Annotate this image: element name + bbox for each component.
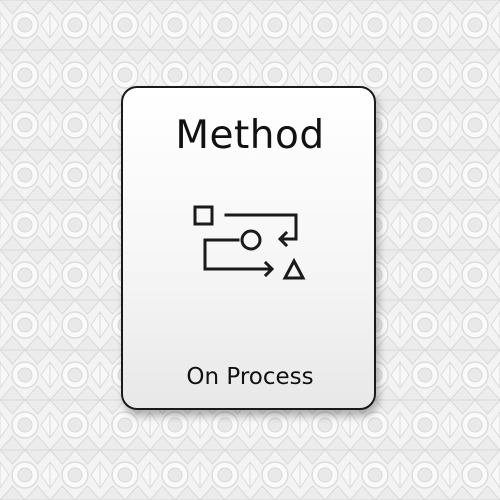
card-title: Method [175,113,325,158]
card-subtitle: On Process [186,364,314,390]
process-flow-icon [193,205,306,280]
